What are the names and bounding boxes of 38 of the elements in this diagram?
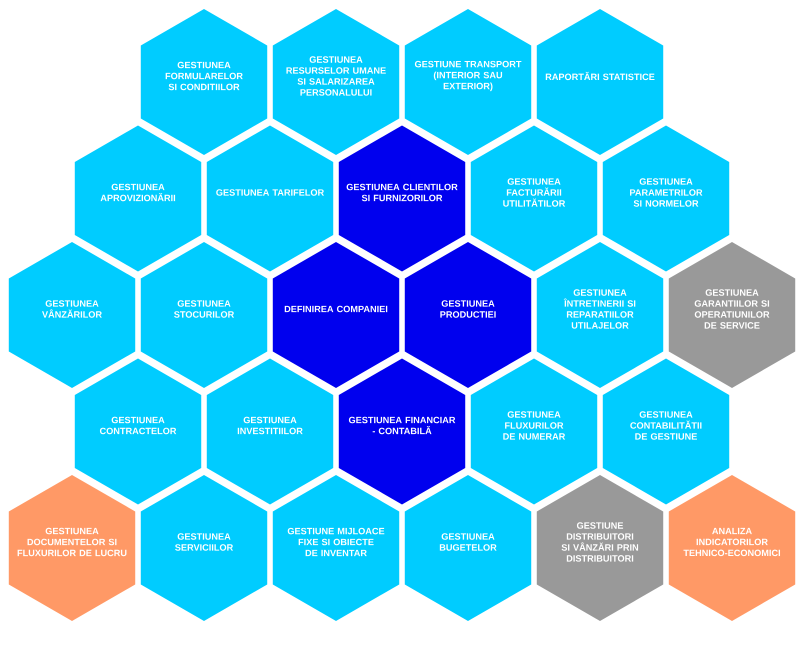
node-label: GESTIUNEA STOCURILOR	[174, 300, 234, 318]
hexagon: RAPORTĂRI STATISTICE	[536, 9, 664, 155]
hexagon: GESTIUNEA CONTRACTELOR	[74, 358, 202, 504]
hexagon: GESTIUNE DISTRIBUITORI SI VÂNZĂRI PRIN DISTRIBUITORI	[536, 474, 664, 621]
node-label: GESTIUNEA SERVICIILOR	[175, 533, 234, 551]
node-label: GESTIUNEA ÎNTRETINERII SI REPARATIILOR UTILAJELOR	[564, 289, 636, 329]
hexagon: GESTIUNEA APROVIZIONĂRII	[74, 125, 202, 272]
hexagon: GESTIUNEA INVESTITIILOR	[206, 358, 334, 504]
hexagon: GESTIUNEA CLIENTILOR SI FURNIZORILOR	[338, 125, 466, 272]
hexagon: GESTIUNEA TARIFELOR	[206, 125, 334, 272]
hexagon: GESTIUNEA VÂNZĂRILOR	[8, 242, 136, 388]
hexagon: GESTIUNEA SERVICIILOR	[140, 474, 268, 621]
node-label: GESTIUNEA CONTRACTELOR	[100, 416, 176, 434]
hexagon: GESTIUNEA STOCURILOR	[140, 242, 268, 388]
node-label: GESTIUNEA FACTURĂRII UTILITĂTILOR	[503, 178, 566, 207]
hexagon: GESTIUNEA ÎNTRETINERII SI REPARATIILOR UTILAJELOR	[536, 242, 664, 388]
hexagon: GESTIUNEA PARAMETRILOR SI NORMELOR	[602, 125, 730, 272]
node-label: GESTIUNEA TARIFELOR	[216, 189, 324, 196]
hexagon: ANALIZA INDICATORILOR TEHNICO-ECONOMICI	[668, 474, 796, 621]
node-label: GESTIUNEA APROVIZIONĂRII	[100, 184, 176, 202]
hexagon: GESTIUNE MIJLOACE FIXE SI OBIECTE DE INVENTAR	[272, 474, 400, 621]
hexagon: GESTIUNEA FINANCIAR - CONTABILĂ	[338, 358, 466, 504]
node-label: GESTIUNEA INVESTITIILOR	[238, 416, 303, 434]
hexagon: GESTIUNEA BUGETELOR	[404, 474, 532, 621]
hexagon: GESTIUNEA PRODUCTIEI	[404, 242, 532, 388]
hexagon: GESTIUNEA FLUXURILOR DE NUMERAR	[470, 358, 598, 504]
hexagon: DEFINIREA COMPANIEI	[272, 242, 400, 388]
hexagon: GESTIUNEA FACTURĂRII UTILITĂTILOR	[470, 125, 598, 272]
node-label: GESTIUNEA FORMULARELOR SI CONDITIILOR	[166, 62, 243, 90]
hexagon: GESTIUNEA RESURSELOR UMANE SI SALARIZAREA PERSONALULUI	[272, 9, 400, 155]
hexagon: GESTIUNEA DOCUMENTELOR SI FLUXURILOR DE LUCRU	[8, 474, 136, 621]
hexagon: GESTIUNEA FORMULARELOR SI CONDITIILOR	[140, 9, 268, 155]
node-label: GESTIUNEA FINANCIAR - CONTABILĂ	[348, 416, 456, 434]
hexagon: GESTIUNE TRANSPORT (INTERIOR SAU EXTERIOR)	[404, 9, 532, 155]
hexagon: GESTIUNEA GARANTIILOR SI OPERATIUNILOR DE SERVICE	[668, 242, 796, 388]
node-label: GESTIUNEA CLIENTILOR SI FURNIZORILOR	[346, 184, 458, 202]
node-label: RAPORTĂRI STATISTICE	[546, 72, 654, 80]
hexagon: GESTIUNEA CONTABILITĂTII DE GESTIUNE	[602, 358, 730, 504]
